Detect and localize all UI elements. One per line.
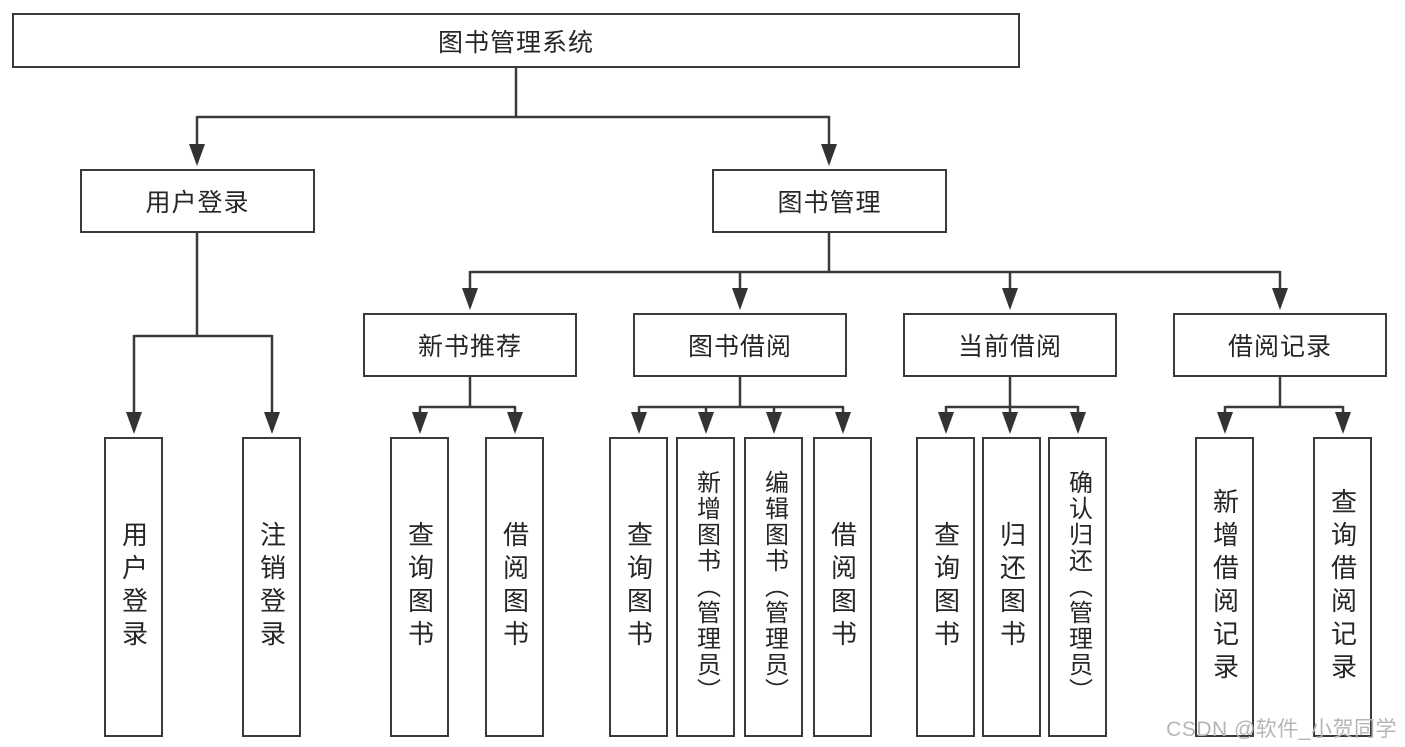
connector-book-borrowing-children [631, 377, 851, 434]
leaf-label: 用户登录 [118, 521, 149, 653]
leaf-label: 新增图书（管理员） [692, 470, 720, 704]
node-current-borrowing: 当前借阅 [903, 313, 1117, 377]
leaf-label: 查询图书 [930, 521, 961, 653]
leaf-label: 确认归还（管理员） [1064, 470, 1092, 704]
leaf-user-login: 用户登录 [104, 437, 163, 737]
leaf-query-books-borrowing: 查询图书 [609, 437, 668, 737]
leaf-add-books-admin: 新增图书（管理员） [676, 437, 735, 737]
leaf-label: 借阅图书 [499, 521, 530, 653]
connector-new-book-children [412, 377, 523, 434]
leaf-label: 新增借阅记录 [1209, 488, 1240, 686]
leaf-query-borrow-record: 查询借阅记录 [1313, 437, 1372, 737]
connector-root-to-level2 [189, 68, 837, 166]
node-new-book-recommendation: 新书推荐 [363, 313, 577, 377]
node-library-management-system: 图书管理系统 [12, 13, 1020, 68]
leaf-add-borrow-record: 新增借阅记录 [1195, 437, 1254, 737]
leaf-confirm-return-admin: 确认归还（管理员） [1048, 437, 1107, 737]
leaf-edit-books-admin: 编辑图书（管理员） [744, 437, 803, 737]
leaf-label: 编辑图书（管理员） [760, 470, 788, 704]
leaf-label: 归还图书 [996, 521, 1027, 653]
leaf-label: 查询借阅记录 [1327, 488, 1358, 686]
leaf-borrow-books-recommendation: 借阅图书 [485, 437, 544, 737]
leaf-label: 借阅图书 [827, 521, 858, 653]
leaf-query-books-current: 查询图书 [916, 437, 975, 737]
node-user-login: 用户登录 [80, 169, 315, 233]
watermark: CSDN @软件_小贺同学 [1166, 718, 1397, 741]
connector-current-borrowing-children [938, 377, 1086, 434]
leaf-return-books: 归还图书 [982, 437, 1041, 737]
leaf-logout: 注销登录 [242, 437, 301, 737]
connector-book-management-children [462, 233, 1288, 310]
connector-borrowing-records-children [1217, 377, 1351, 434]
leaf-label: 查询图书 [623, 521, 654, 653]
leaf-query-books-recommendation: 查询图书 [390, 437, 449, 737]
connector-user-login-children [126, 233, 280, 434]
node-borrowing-records: 借阅记录 [1173, 313, 1387, 377]
leaf-borrow-books-borrowing: 借阅图书 [813, 437, 872, 737]
node-book-management: 图书管理 [712, 169, 947, 233]
leaf-label: 查询图书 [404, 521, 435, 653]
node-book-borrowing: 图书借阅 [633, 313, 847, 377]
leaf-label: 注销登录 [256, 521, 287, 653]
